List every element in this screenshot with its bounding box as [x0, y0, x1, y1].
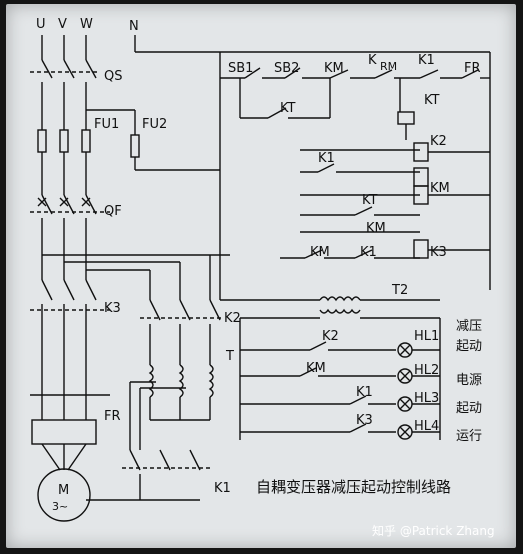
- diagram-paper: [6, 4, 516, 548]
- label-km-lamp: KM: [306, 361, 326, 376]
- label-km-top: KM: [324, 61, 344, 76]
- lamp-desc-3: 电源: [456, 373, 482, 388]
- label-kt-contact: KT: [280, 101, 296, 116]
- diagram-title: 自耦变压器减压起动控制线路: [256, 478, 451, 496]
- motor-name: M: [58, 483, 69, 498]
- label-k3: K3: [104, 301, 121, 316]
- label-k3-coil: K3: [430, 245, 447, 260]
- lamp-desc-1: 减压: [456, 319, 482, 334]
- label-k2-lamp: K2: [322, 329, 339, 344]
- label-k1-lamp: K1: [356, 385, 373, 400]
- label-fu1: FU1: [94, 117, 119, 132]
- label-km-coil: KM: [430, 181, 450, 196]
- motor-phase: 3~: [52, 500, 68, 513]
- label-sb2: SB2: [274, 61, 299, 76]
- label-k2: K2: [224, 311, 241, 326]
- label-u: U: [36, 17, 46, 32]
- label-km-coil2: KM: [366, 221, 386, 236]
- lamp-hl1: HL1: [414, 329, 439, 344]
- lamp-hl3: HL3: [414, 391, 439, 406]
- label-kt-contact2: KT: [362, 193, 378, 208]
- label-k3-lamp: K3: [356, 413, 373, 428]
- label-qs: QS: [104, 69, 122, 84]
- label-rm: RM: [380, 60, 397, 73]
- label-k2-coil: K2: [430, 134, 447, 149]
- lamp-desc-5: 运行: [456, 429, 482, 444]
- label-km-contact: KM: [310, 245, 330, 260]
- lamp-hl4: HL4: [414, 419, 439, 434]
- label-t: T: [225, 349, 234, 364]
- label-k1-contact2: K1: [360, 245, 377, 260]
- lamp-desc-4: 起动: [456, 401, 482, 416]
- label-fu2: FU2: [142, 117, 167, 132]
- label-fr-top: FR: [464, 61, 481, 76]
- label-k-rm: K: [368, 53, 377, 68]
- lamp-desc-2: 起动: [456, 339, 482, 354]
- label-sb1: SB1: [228, 61, 253, 76]
- label-k1: K1: [214, 481, 231, 496]
- label-t2: T2: [391, 283, 408, 298]
- label-fr: FR: [104, 409, 121, 424]
- label-k1-top: K1: [418, 53, 435, 68]
- watermark: 知乎 @Patrick Zhang: [372, 524, 495, 538]
- label-v: V: [58, 17, 67, 32]
- label-w: W: [80, 17, 93, 32]
- label-qf: QF: [104, 204, 122, 219]
- label-k1-contact: K1: [318, 151, 335, 166]
- label-n: N: [129, 19, 139, 34]
- label-kt-coil: KT: [424, 93, 440, 108]
- lamp-hl2: HL2: [414, 363, 439, 378]
